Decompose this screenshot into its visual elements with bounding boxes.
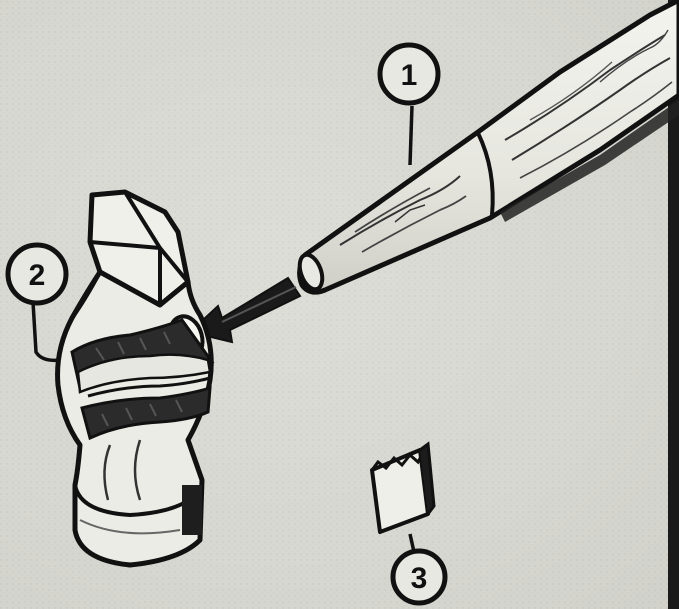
callout-3-label: 3 xyxy=(411,562,428,595)
callout-2-label: 2 xyxy=(29,259,46,292)
callout-1-label: 1 xyxy=(401,59,418,92)
